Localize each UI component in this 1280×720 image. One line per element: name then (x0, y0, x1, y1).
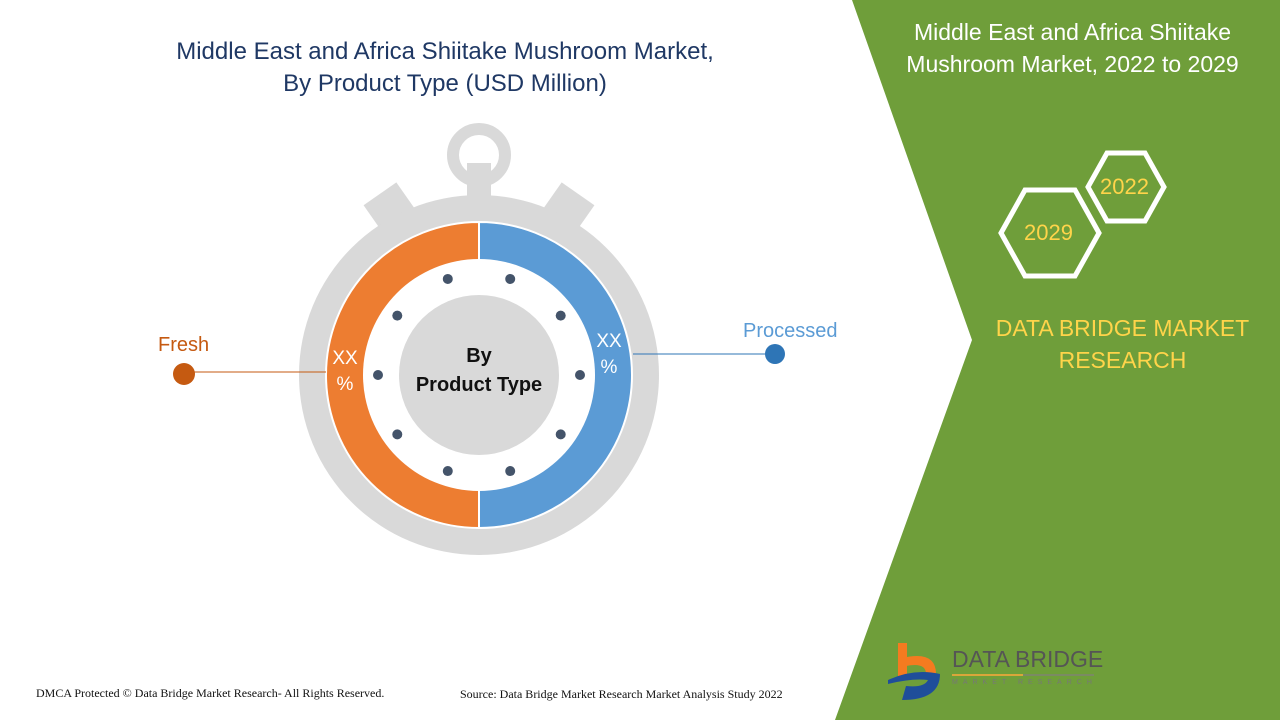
processed-marker (765, 344, 785, 364)
dial-dot (442, 466, 453, 477)
hexagon-2029 (998, 187, 1102, 279)
dial-dot (392, 429, 403, 440)
title-line: Middle East and Africa Shiitake Mushroom… (176, 38, 714, 65)
fresh-marker (173, 363, 195, 385)
hexagon-2022 (1085, 150, 1167, 224)
data-bridge-logo-icon (888, 643, 940, 700)
year-2022: 2022 (1100, 174, 1149, 199)
dial-dot (555, 429, 566, 440)
dial-dot (392, 310, 403, 321)
side-title-line: Mushroom Market, 2022 to 2029 (906, 51, 1239, 77)
dial-dot (555, 310, 566, 321)
logo-name: DATA BRIDGE (952, 646, 1104, 672)
dial-dot (505, 273, 516, 284)
side-title-line: Middle East and Africa Shiitake (913, 19, 1232, 45)
copyright-text: DMCA Protected © Data Bridge Market Rese… (36, 686, 385, 700)
logo-divider (952, 674, 1094, 676)
legend-fresh: Fresh (158, 334, 210, 356)
value-text: XX (596, 331, 622, 352)
brand-text: DATA BRIDGE MARKET RESEARCH (990, 312, 1255, 376)
title-line: By Product Type (USD Million) (283, 70, 607, 97)
value-unit: % (336, 374, 354, 395)
dial-dot (505, 466, 516, 477)
logo-tagline: MARKET RESEARCH (952, 679, 1097, 686)
dial-dot (442, 273, 453, 284)
center-circle (399, 295, 559, 455)
value-text: XX (332, 348, 358, 369)
dial-dot (373, 370, 383, 380)
year-2029: 2029 (1024, 220, 1073, 245)
center-label-line: Product Type (415, 374, 543, 396)
processed-value-label: XX % (589, 329, 629, 381)
hexagon-years (998, 150, 1167, 279)
brand-line: DATA BRIDGE MARKET (995, 315, 1250, 341)
brand-line: RESEARCH (1058, 347, 1187, 373)
center-label-line: By (466, 345, 492, 367)
page-title: Middle East and Africa Shiitake Mushroom… (140, 36, 750, 100)
dial-dot (575, 370, 585, 380)
value-unit: % (600, 357, 618, 378)
center-label: By Product Type (399, 342, 559, 400)
fresh-value-label: XX % (325, 346, 365, 398)
legend-processed: Processed (743, 320, 838, 342)
source-text: Source: Data Bridge Market Research Mark… (460, 687, 783, 701)
side-panel-title: Middle East and Africa Shiitake Mushroom… (880, 16, 1265, 80)
